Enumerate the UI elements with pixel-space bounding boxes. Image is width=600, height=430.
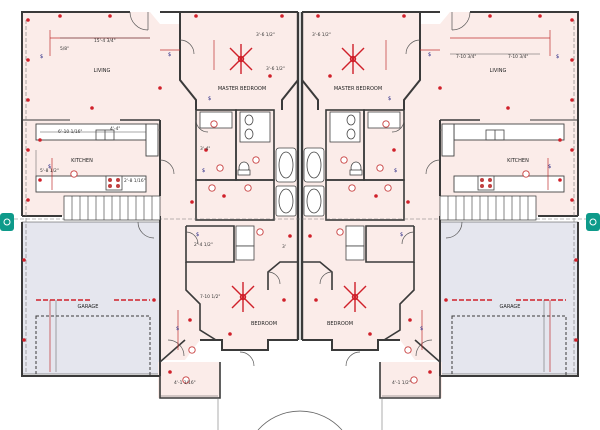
dim-master-right: 3'-6 1/2"	[312, 32, 331, 38]
svg-text:$: $	[168, 52, 171, 58]
label-kitchen-left: KITCHEN	[71, 158, 93, 164]
svg-text:$: $	[40, 54, 43, 60]
dim-master-left: 3'-6 1/2"	[256, 32, 275, 38]
fan-bedroom-left	[231, 282, 255, 312]
label-garage-right: GARAGE	[500, 304, 521, 310]
svg-text:$: $	[400, 232, 403, 238]
stair-treads	[71, 196, 529, 220]
left-range	[105, 175, 123, 191]
svg-text:$: $	[556, 54, 559, 60]
dim-small-2: 3'-4"	[200, 146, 210, 152]
fan-master-right	[341, 44, 365, 74]
svg-text:$: $	[394, 168, 397, 174]
svg-text:$: $	[548, 164, 551, 170]
front-walkway	[257, 410, 343, 430]
svg-text:$: $	[48, 164, 51, 170]
svg-text:$: $	[202, 168, 205, 174]
room-labels: LIVING LIVING MASTER BEDROOM MASTER BEDR…	[71, 68, 529, 327]
label-garage-left: GARAGE	[78, 304, 99, 310]
walls	[21, 11, 579, 399]
bath-fixtures	[199, 111, 401, 261]
right-garage-floor	[439, 221, 579, 375]
right-node	[586, 213, 600, 231]
dim-master-center: 3'-6 1/2"	[266, 66, 285, 72]
stairs	[63, 195, 537, 221]
svg-text:$: $	[420, 326, 423, 332]
dim-living-right: 7-10 3/4"	[456, 54, 476, 60]
left-node	[0, 213, 14, 231]
dim-kitchen-left2: 5'-8 1/2"	[40, 168, 59, 174]
svg-text:$: $	[388, 96, 391, 102]
svg-text:$: $	[196, 232, 199, 238]
dim-small-4: 3'	[282, 244, 286, 250]
dim-kitchen-range: 2'-8 1/16"	[124, 178, 146, 184]
left-garage-floor	[21, 221, 161, 375]
dim-porch-left: 4'-1 1/16"	[174, 380, 196, 386]
fan-master-left	[229, 44, 253, 74]
fan-bedroom-right	[343, 282, 367, 312]
svg-text:$: $	[176, 326, 179, 332]
dimension-lines	[35, 37, 545, 397]
label-master-right: MASTER BEDROOM	[334, 86, 382, 92]
dim-hall-left: 2'-4 1/2"	[194, 242, 213, 248]
label-bedroom-right: BEDROOM	[327, 321, 353, 327]
label-living-left: LIVING	[94, 68, 111, 74]
label-bedroom-left: BEDROOM	[251, 321, 277, 327]
range-burners	[108, 178, 492, 188]
sinks	[95, 129, 505, 141]
switches: $ $ $ $ $ $ $ $ $ $ $ $ $ $	[40, 52, 559, 332]
door-swings	[129, 11, 471, 367]
right-range	[477, 175, 495, 191]
dim-porch-right: 4'-1 1/2"	[392, 380, 411, 386]
label-living-right: LIVING	[490, 68, 507, 74]
svg-text:$: $	[428, 52, 431, 58]
front-walkway-lines	[217, 398, 383, 430]
label-master-left: MASTER BEDROOM	[218, 86, 266, 92]
electrical-outlets	[22, 14, 578, 374]
label-kitchen-right: KITCHEN	[507, 158, 529, 164]
svg-text:$: $	[208, 96, 211, 102]
connection-nodes	[0, 213, 600, 231]
light-fixtures	[70, 120, 530, 384]
dim-small-1: 4'-4"	[110, 126, 120, 132]
dim-bedroom-left: 7-10 1/2"	[200, 294, 220, 300]
dim-small-3: 5/8"	[60, 46, 69, 52]
floor-fills	[21, 12, 579, 398]
dim-living-right2: 7-10 3/4"	[508, 54, 528, 60]
dim-living-left: 15'-4 3/4"	[94, 38, 116, 44]
ceiling-fans	[229, 44, 367, 312]
